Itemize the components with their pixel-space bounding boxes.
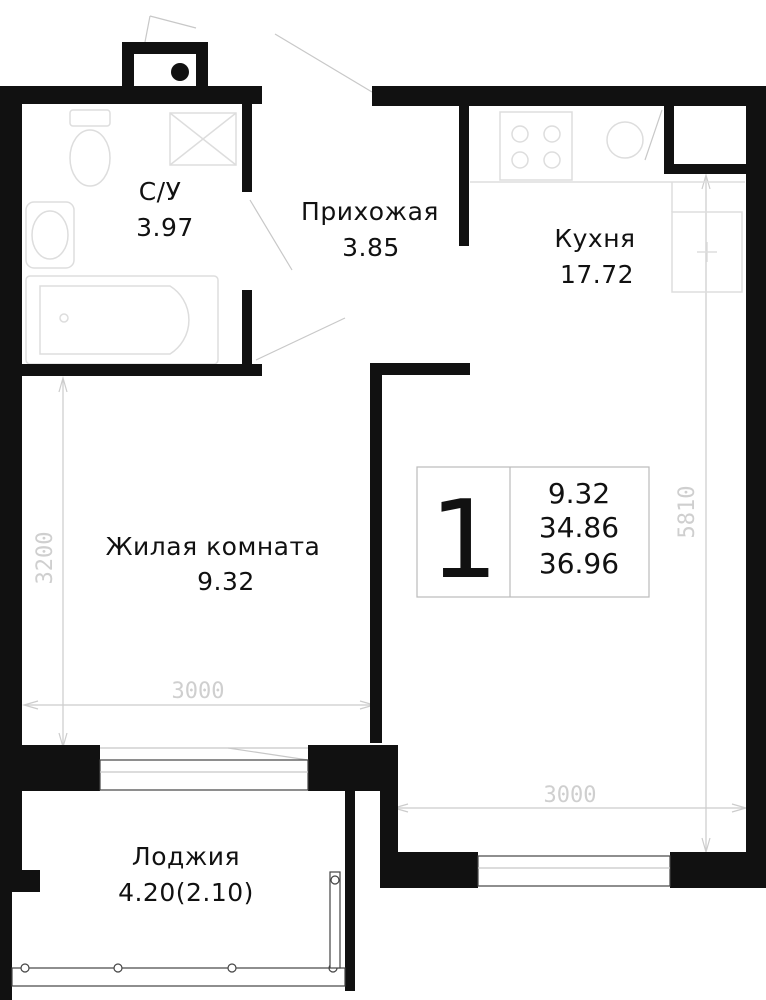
dimension-label-kitchen-width: 3000 — [544, 783, 597, 808]
total-area-value: 34.86 — [539, 511, 619, 544]
room-name: Прихожая — [301, 197, 439, 226]
windows — [11, 759, 671, 987]
kitchen-sink — [606, 121, 644, 159]
room-label-kitchen: Кухня 17.72 — [554, 224, 635, 289]
room-area: 3.85 — [342, 233, 400, 262]
dimension-lines — [21, 172, 749, 855]
room-area: 3.97 — [136, 213, 194, 242]
kitchen-window — [477, 855, 671, 887]
summary-box-frame — [416, 466, 650, 598]
living-window — [99, 759, 309, 791]
kitchen-fixtures — [470, 111, 745, 293]
room-label-bathroom: С/У 3.97 — [136, 177, 194, 242]
rooms-count: 1 — [430, 478, 499, 603]
room-name: Лоджия — [132, 842, 240, 871]
door-swings — [100, 15, 663, 761]
room-name: Кухня — [554, 224, 635, 253]
dimension-label-living-width: 3000 — [172, 679, 225, 704]
dimension-label-living-height: 3200 — [33, 532, 58, 585]
area-summary-box: 1 9.32 34.86 36.96 — [416, 466, 650, 603]
room-label-living: Жилая комната 9.32 — [106, 532, 321, 596]
loggia-glazing — [11, 967, 346, 987]
fridge — [671, 211, 743, 293]
room-label-hallway: Прихожая 3.85 — [301, 197, 439, 262]
room-area: 4.20(2.10) — [118, 878, 254, 907]
room-area: 17.72 — [560, 260, 634, 289]
washbasin — [25, 201, 75, 269]
shower-tray — [169, 112, 237, 166]
stove — [499, 111, 573, 181]
living-area-value: 9.32 — [548, 477, 610, 510]
toilet-tank — [69, 109, 111, 127]
room-name: Жилая комната — [106, 532, 321, 561]
walls — [0, 42, 766, 1000]
dimension-label-kitchen-height: 5810 — [675, 486, 700, 539]
total-with-loggia-value: 36.96 — [539, 547, 619, 580]
bathroom-fixtures — [25, 109, 237, 365]
room-label-loggia: Лоджия 4.20(2.10) — [118, 842, 254, 907]
room-name: С/У — [139, 177, 182, 206]
room-area: 9.32 — [197, 567, 255, 596]
toilet-bowl — [69, 129, 111, 187]
